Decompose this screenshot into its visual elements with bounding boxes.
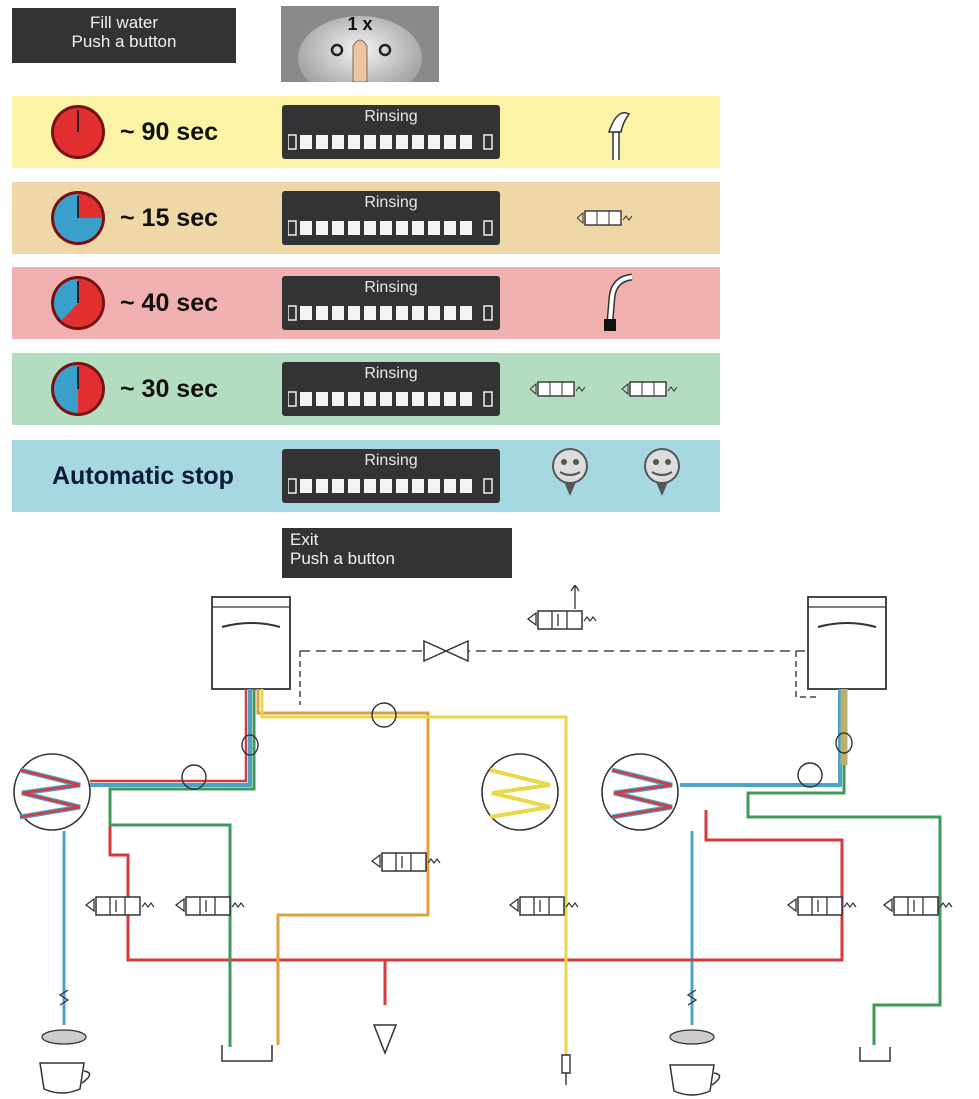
valve-center — [372, 853, 440, 871]
drain-tray-right — [860, 1047, 890, 1061]
timer-icon — [50, 104, 106, 160]
valve-hot-water — [510, 897, 578, 915]
step-band-5: Automatic stop Rinsing — [12, 440, 720, 512]
rinsing-display: Rinsing — [282, 105, 500, 159]
rinsing-display: Rinsing — [282, 449, 500, 503]
two-solenoid-valves-icon — [530, 379, 710, 406]
hydraulic-schematic — [0, 585, 979, 1099]
solenoid-valve-icon — [577, 208, 647, 235]
rinsing-display: Rinsing — [282, 362, 500, 416]
left-water-tank — [212, 597, 290, 689]
progress-segments — [288, 304, 494, 322]
fill-water-line2: Push a button — [12, 32, 236, 51]
progress-segments — [288, 133, 494, 151]
two-brew-group-icons — [546, 444, 716, 509]
valve-right-2 — [884, 897, 952, 915]
rinsing-display: Rinsing — [282, 191, 500, 245]
valve-right-1 — [788, 897, 856, 915]
display-caption: Rinsing — [282, 365, 500, 383]
progress-segments — [288, 219, 494, 237]
fill-water-line1: Fill water — [12, 13, 236, 32]
exit-label: Exit Push a button — [282, 528, 512, 578]
rinsing-display: Rinsing — [282, 276, 500, 330]
button-press-count: 1 x — [347, 14, 372, 34]
step-band-1: ~ 90 sec Rinsing — [12, 96, 720, 168]
right-water-tank — [808, 597, 886, 689]
steam-nozzle — [374, 1025, 396, 1053]
right-brew-outlet — [670, 990, 720, 1095]
step-duration: ~ 90 sec — [120, 96, 218, 168]
display-caption: Rinsing — [282, 452, 500, 470]
hot-water-nozzle — [562, 1055, 570, 1085]
fill-water-label: Fill water Push a button — [12, 8, 236, 63]
progress-segments — [288, 477, 494, 495]
step-duration: ~ 40 sec — [120, 267, 218, 339]
valve-left-2 — [176, 897, 244, 915]
step-band-2: ~ 15 sec Rinsing — [12, 182, 720, 254]
button-press-illustration: 1 x — [281, 6, 439, 82]
exit-line1: Exit — [290, 530, 512, 549]
steam-wand-icon — [592, 273, 642, 342]
valve-left-1 — [86, 897, 154, 915]
timer-icon — [50, 275, 106, 331]
middle-heat-exchanger — [482, 754, 558, 830]
display-caption: Rinsing — [282, 194, 500, 212]
step-duration: ~ 15 sec — [120, 182, 218, 254]
progress-segments — [288, 390, 494, 408]
step-band-4: ~ 30 sec Rinsing — [12, 353, 720, 425]
automatic-stop-label: Automatic stop — [52, 440, 234, 512]
drain-tray-left — [222, 1045, 272, 1061]
timer-icon — [50, 361, 106, 417]
display-caption: Rinsing — [282, 279, 500, 297]
step-band-3: ~ 40 sec Rinsing — [12, 267, 720, 339]
pump-icon — [372, 703, 396, 727]
push-button-icon: 1 x — [281, 6, 439, 82]
right-heat-exchanger — [602, 754, 678, 830]
timer-icon — [50, 190, 106, 246]
check-valve — [424, 641, 468, 661]
step-duration: ~ 30 sec — [120, 353, 218, 425]
display-caption: Rinsing — [282, 108, 500, 126]
hot-water-spout-icon — [597, 106, 637, 167]
left-heat-exchanger — [14, 754, 90, 830]
top-solenoid-valve — [528, 611, 596, 629]
exit-line2: Push a button — [290, 549, 512, 568]
